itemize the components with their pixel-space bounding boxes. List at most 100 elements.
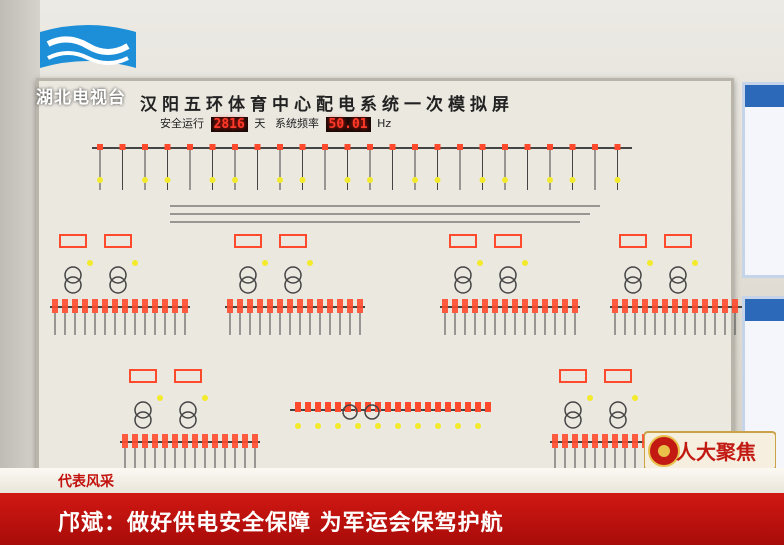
- breaker-indicator: [512, 299, 518, 313]
- status-lamp: [299, 177, 306, 183]
- breaker-indicator: [152, 299, 158, 313]
- switch-cabinet: [604, 369, 632, 383]
- switch-cabinet: [129, 369, 157, 383]
- status-lamp: [455, 423, 461, 429]
- breaker-indicator: [287, 299, 293, 313]
- breaker-indicator: [367, 144, 373, 150]
- transformer-symbol: [669, 276, 687, 294]
- switch-cabinet: [59, 234, 87, 248]
- status-lamp: [547, 177, 553, 183]
- transformer-symbol: [134, 411, 152, 429]
- breaker-indicator: [355, 402, 361, 412]
- breaker-indicator: [295, 402, 301, 412]
- frequency-unit: Hz: [377, 117, 392, 130]
- breaker-indicator: [479, 144, 486, 150]
- breaker-indicator: [305, 402, 311, 412]
- breaker-indicator: [317, 299, 323, 313]
- program-badge-text: 人大聚焦: [676, 440, 756, 464]
- status-lamp: [157, 395, 163, 401]
- status-lamp: [355, 423, 361, 429]
- transformer-symbol: [624, 266, 642, 284]
- breaker-indicator: [307, 299, 313, 313]
- breaker-indicator: [442, 299, 448, 313]
- status-lamp: [692, 260, 698, 266]
- breaker-indicator: [62, 299, 68, 313]
- breaker-indicator: [345, 402, 351, 412]
- lower-third: 代表风采 邝斌：做好供电安全保障 为军运会保驾护航: [0, 468, 784, 545]
- breaker-indicator: [652, 299, 658, 313]
- transformer-symbol: [239, 276, 257, 294]
- breaker-indicator: [472, 299, 478, 313]
- breaker-indicator: [357, 299, 363, 313]
- breaker-indicator: [335, 402, 341, 412]
- status-lamp: [335, 423, 341, 429]
- status-lamp: [232, 177, 238, 183]
- breaker-indicator: [297, 299, 303, 313]
- breaker-indicator: [182, 434, 188, 448]
- status-lamp: [202, 395, 208, 401]
- breaker-indicator: [237, 299, 243, 313]
- breaker-indicator: [569, 144, 576, 150]
- generator-symbol: [364, 404, 380, 420]
- breaker-indicator: [445, 402, 451, 412]
- breaker-indicator: [227, 299, 233, 313]
- breaker-indicator: [327, 299, 333, 313]
- status-lamp: [435, 423, 441, 429]
- breaker-indicator: [132, 434, 138, 448]
- transformer-symbol: [454, 276, 472, 294]
- breaker-indicator: [562, 434, 568, 448]
- transformer-symbol: [284, 276, 302, 294]
- status-lamp: [344, 177, 351, 183]
- board-title: 汉阳五环体育中心配电系统一次模拟屏: [140, 95, 514, 115]
- safety-run-readout: 安全运行 2816 天: [160, 115, 265, 132]
- status-lamp: [502, 177, 508, 183]
- transformer-symbol: [564, 411, 582, 429]
- status-lamp: [434, 177, 441, 183]
- breaker-indicator: [315, 402, 321, 412]
- breaker-indicator: [614, 144, 621, 150]
- breaker-indicator: [612, 434, 618, 448]
- breaker-indicator: [344, 144, 351, 150]
- transformer-symbol: [109, 276, 127, 294]
- switch-cabinet: [559, 369, 587, 383]
- breaker-indicator: [142, 434, 148, 448]
- breaker-indicator: [132, 299, 138, 313]
- status-lamp: [632, 395, 638, 401]
- breaker-indicator: [425, 402, 431, 412]
- transformer-symbol: [499, 266, 517, 284]
- transformer-symbol: [609, 401, 627, 419]
- transformer-symbol: [454, 266, 472, 284]
- transformer-symbol: [284, 266, 302, 284]
- breaker-indicator: [242, 434, 248, 448]
- status-lamp: [277, 177, 283, 183]
- transformer-symbol: [564, 401, 582, 419]
- frequency-readout: 系统频率 50.01 Hz: [275, 115, 391, 132]
- status-lamp: [132, 260, 138, 266]
- status-lamp: [315, 423, 321, 429]
- breaker-indicator: [602, 434, 608, 448]
- breaker-indicator: [172, 434, 178, 448]
- breaker-indicator: [247, 299, 253, 313]
- breaker-indicator: [482, 299, 488, 313]
- breaker-indicator: [337, 299, 343, 313]
- breaker-indicator: [232, 144, 238, 150]
- breaker-indicator: [572, 299, 578, 313]
- breaker-indicator: [182, 299, 188, 313]
- status-lamp: [395, 423, 401, 429]
- breaker-indicator: [492, 299, 498, 313]
- breaker-indicator: [72, 299, 78, 313]
- breaker-indicator: [152, 434, 158, 448]
- breaker-indicator: [582, 434, 588, 448]
- status-lamp: [295, 423, 301, 429]
- switch-cabinet: [449, 234, 477, 248]
- lower-third-tag-bar: 代表风采: [0, 468, 784, 493]
- transformer-symbol: [179, 411, 197, 429]
- breaker-indicator: [622, 299, 628, 313]
- breaker-indicator: [415, 402, 421, 412]
- breaker-indicator: [692, 299, 698, 313]
- hubei-tv-logo-icon: [40, 25, 136, 68]
- breaker-indicator: [455, 402, 461, 412]
- people-congress-badge: [644, 431, 776, 470]
- breaker-indicator: [462, 299, 468, 313]
- breaker-indicator: [532, 299, 538, 313]
